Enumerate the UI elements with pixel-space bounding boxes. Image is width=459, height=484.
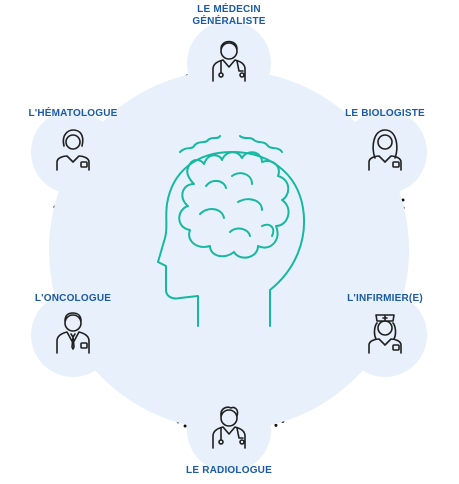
woman-short-hair-icon: [56, 129, 90, 171]
circle-radiologue: [187, 388, 271, 472]
label-oncologue-line1: L'ONCOLOGUE: [34, 293, 112, 304]
woman-long-hair-icon: [368, 129, 402, 171]
label-biologiste-line1: LE BIOLOGISTE: [345, 108, 425, 119]
label-medecin-line2: GÉNÉRALISTE: [192, 16, 266, 27]
label-radiologue-line1: LE RADIOLOGUE: [186, 465, 272, 476]
circle-medecin: [187, 21, 271, 105]
background-circle: [49, 70, 409, 430]
label-hematologue-line1: L'HÉMATOLOGUE: [28, 108, 118, 119]
doctor-stethoscope-icon: [212, 406, 246, 449]
label-hematologue: L'HÉMATOLOGUE: [18, 108, 128, 120]
circle-hematologue: [31, 110, 115, 194]
man-suit-icon: [56, 312, 90, 354]
label-medecin-line1: LE MÉDECIN: [197, 4, 261, 15]
role-circles: [31, 21, 427, 472]
doctor-stethoscope-icon: [212, 40, 246, 82]
label-oncologue: L'ONCOLOGUE: [18, 293, 128, 305]
circle-biologiste: [343, 110, 427, 194]
label-infirmier-line1: L'INFIRMIER(E): [347, 293, 423, 304]
nurse-cap-icon: [368, 314, 402, 354]
label-radiologue: LE RADIOLOGUE: [174, 465, 284, 477]
label-medecin: LE MÉDECIN GÉNÉRALISTE: [179, 4, 279, 28]
label-biologiste: LE BIOLOGISTE: [330, 108, 440, 120]
label-infirmier: L'INFIRMIER(E): [330, 293, 440, 305]
head-brain-icon: [157, 135, 305, 327]
circle-oncologue: [31, 293, 115, 377]
